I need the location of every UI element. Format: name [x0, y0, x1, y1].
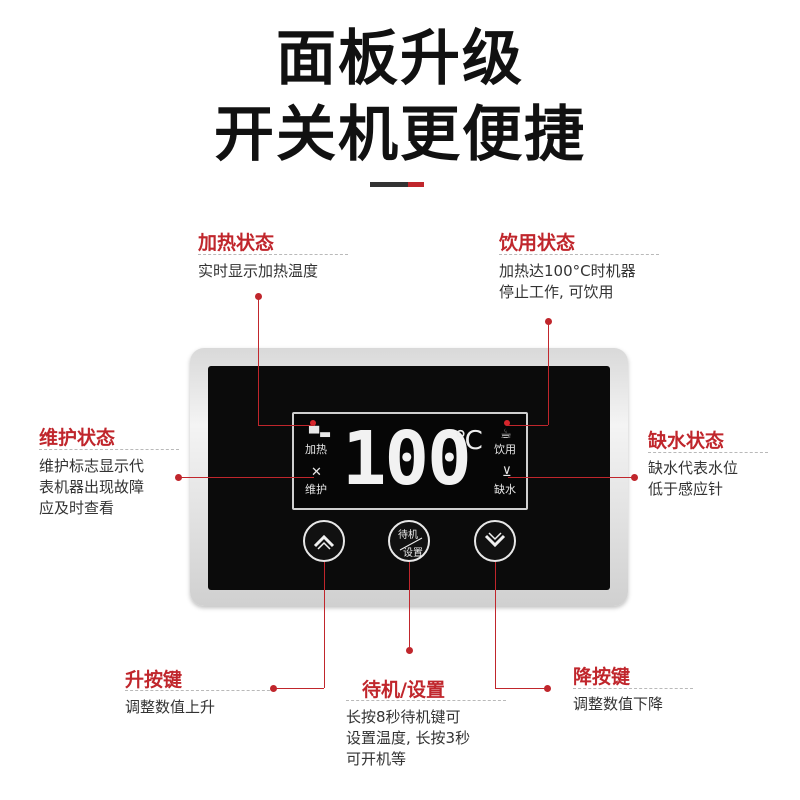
tools-icon: ✕ — [311, 465, 322, 480]
up-key-title: 升按键 — [125, 669, 183, 691]
water-shortage-leader-dot — [631, 474, 638, 481]
standby-title: 待机/设置 — [362, 679, 445, 701]
maintenance-status-title: 维护状态 — [39, 427, 116, 449]
heating-status-desc: 实时显示加热温度 — [198, 262, 319, 280]
water-shortage-title: 缺水状态 — [648, 430, 725, 452]
down-key-title: 降按键 — [573, 666, 631, 688]
water-shortage-divider — [648, 452, 768, 453]
cup-icon: ☕ — [500, 427, 512, 442]
headline-line-2: 开关机更便捷 — [214, 100, 586, 170]
lcd-display — [292, 412, 528, 510]
water-level-icon: ⊻ — [502, 465, 512, 480]
title-divider — [370, 182, 408, 187]
headline-line-1: 面板升级 — [276, 24, 524, 94]
maintenance-leader-line — [178, 477, 314, 478]
up-button[interactable] — [303, 520, 345, 562]
standby-desc: 长按8秒待机键可 设置温度, 长按3秒 可开机等 — [346, 708, 471, 768]
down-button[interactable] — [474, 520, 516, 562]
standby-label: 待机 — [398, 530, 418, 541]
drinking-status-divider — [499, 254, 659, 255]
heating-leader-line-h — [258, 425, 314, 426]
drinking-leader-dot — [545, 318, 552, 325]
heating-indicator-label: 加热 — [305, 443, 327, 456]
heater-icon: ▀▬ — [309, 427, 332, 442]
up-key-divider — [125, 690, 275, 691]
down-leader-dot — [544, 685, 551, 692]
up-leader-line — [324, 562, 325, 688]
chevron-down-icon — [476, 522, 514, 560]
water-shortage-leader-line — [508, 477, 634, 478]
down-key-desc: 调整数值下降 — [573, 695, 664, 713]
drinking-leader-line — [548, 322, 549, 425]
title-divider-accent — [408, 182, 424, 187]
up-leader-line-h — [272, 688, 324, 689]
maintenance-indicator-label: 维护 — [305, 483, 327, 496]
maintenance-status-desc: 维护标志显示代 表机器出现故障 应及时查看 — [39, 457, 145, 517]
heating-status-title: 加热状态 — [198, 232, 275, 254]
maintenance-status-divider — [39, 449, 179, 450]
drinking-led — [504, 420, 510, 426]
down-key-divider — [573, 688, 693, 689]
drinking-indicator-label: 饮用 — [494, 443, 516, 456]
heating-led — [310, 420, 316, 426]
heating-leader-line — [258, 297, 259, 425]
standby-settings-button[interactable]: 待机 设置 — [388, 520, 430, 562]
up-leader-dot — [270, 685, 277, 692]
drinking-status-title: 饮用状态 — [499, 232, 576, 254]
drinking-status-desc: 加热达100°C时机器 停止工作, 可饮用 — [499, 262, 636, 301]
chevron-up-icon — [305, 522, 343, 560]
down-leader-line-h — [495, 688, 547, 689]
down-leader-line — [495, 562, 496, 688]
water-shortage-desc: 缺水代表水位 低于感应针 — [648, 459, 739, 498]
drinking-leader-line-h — [508, 425, 548, 426]
standby-leader-dot — [406, 647, 413, 654]
up-key-desc: 调整数值上升 — [125, 698, 216, 716]
settings-label: 设置 — [403, 548, 423, 559]
temperature-readout: 100 — [342, 416, 472, 502]
water-shortage-indicator-label: 缺水 — [494, 483, 516, 496]
temperature-unit: ℃ — [454, 426, 484, 456]
standby-divider-slash — [399, 537, 423, 551]
standby-divider — [346, 700, 506, 701]
standby-leader-line — [409, 562, 410, 650]
heating-leader-dot — [255, 293, 262, 300]
heating-status-divider — [198, 254, 348, 255]
